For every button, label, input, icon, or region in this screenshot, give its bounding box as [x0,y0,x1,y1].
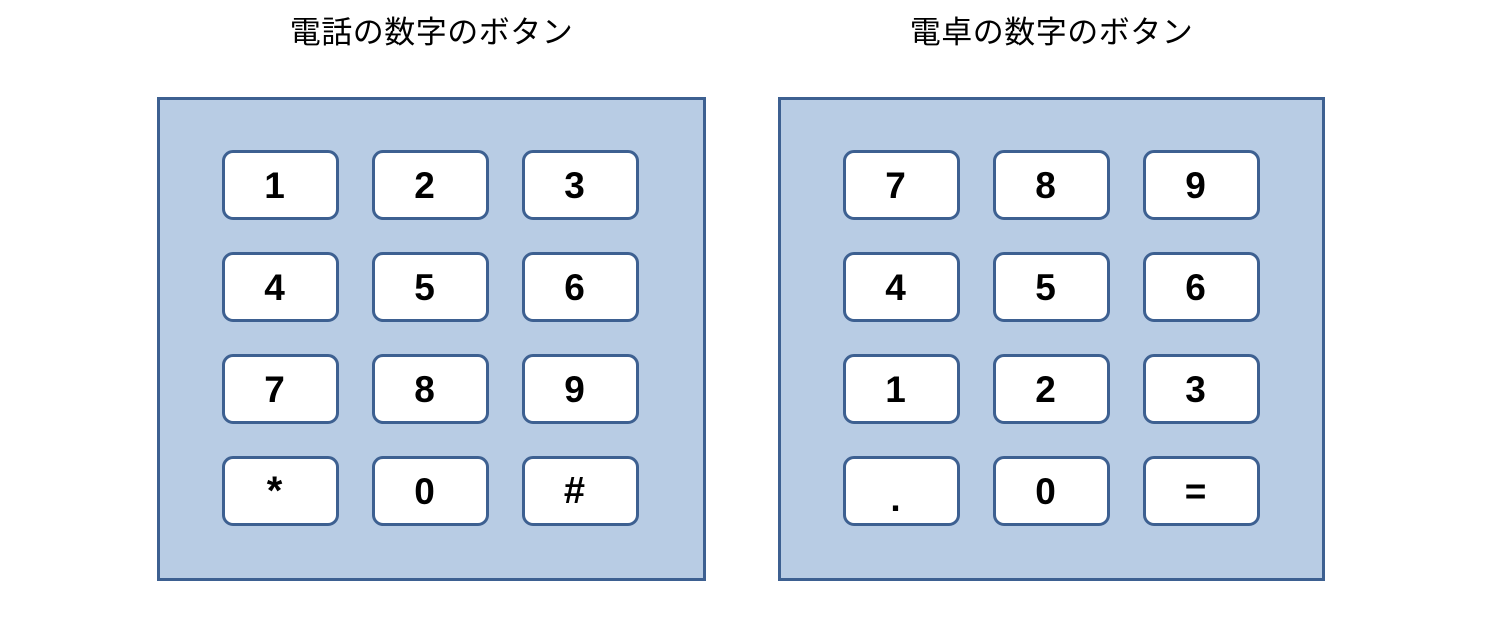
phone-keypad-panel: 1 2 3 4 5 6 7 8 9 * 0 # [157,97,706,581]
calculator-key-3[interactable]: 3 [1143,354,1260,424]
calculator-key-5[interactable]: 5 [993,252,1110,322]
phone-keypad-figure: 電話の数字のボタン [157,0,706,48]
calculator-key-0[interactable]: 0 [993,456,1110,526]
phone-key-2[interactable]: 2 [372,150,489,220]
calculator-key-equals[interactable]: = [1143,456,1260,526]
phone-key-3[interactable]: 3 [522,150,639,220]
phone-key-4[interactable]: 4 [222,252,339,322]
calculator-keypad-grid: 7 8 9 4 5 6 1 2 3 . 0 = [843,150,1260,526]
calculator-keypad-panel: 7 8 9 4 5 6 1 2 3 . 0 = [778,97,1325,581]
phone-key-6[interactable]: 6 [522,252,639,322]
calculator-key-8[interactable]: 8 [993,150,1110,220]
calculator-keypad-title: 電卓の数字のボタン [909,15,1194,50]
calculator-key-7[interactable]: 7 [843,150,960,220]
phone-keypad-grid: 1 2 3 4 5 6 7 8 9 * 0 # [222,150,639,526]
calculator-key-decimal-point[interactable]: . [843,456,960,526]
calculator-key-4[interactable]: 4 [843,252,960,322]
phone-key-star[interactable]: * [222,456,339,526]
phone-key-5[interactable]: 5 [372,252,489,322]
phone-keypad-title: 電話の数字のボタン [289,15,574,50]
phone-key-0[interactable]: 0 [372,456,489,526]
calculator-key-9[interactable]: 9 [1143,150,1260,220]
calculator-key-1[interactable]: 1 [843,354,960,424]
phone-key-7[interactable]: 7 [222,354,339,424]
phone-key-9[interactable]: 9 [522,354,639,424]
calculator-keypad-figure: 電卓の数字のボタン [778,0,1325,48]
calculator-key-2[interactable]: 2 [993,354,1110,424]
phone-key-8[interactable]: 8 [372,354,489,424]
calculator-key-6[interactable]: 6 [1143,252,1260,322]
phone-key-1[interactable]: 1 [222,150,339,220]
phone-key-hash[interactable]: # [522,456,639,526]
